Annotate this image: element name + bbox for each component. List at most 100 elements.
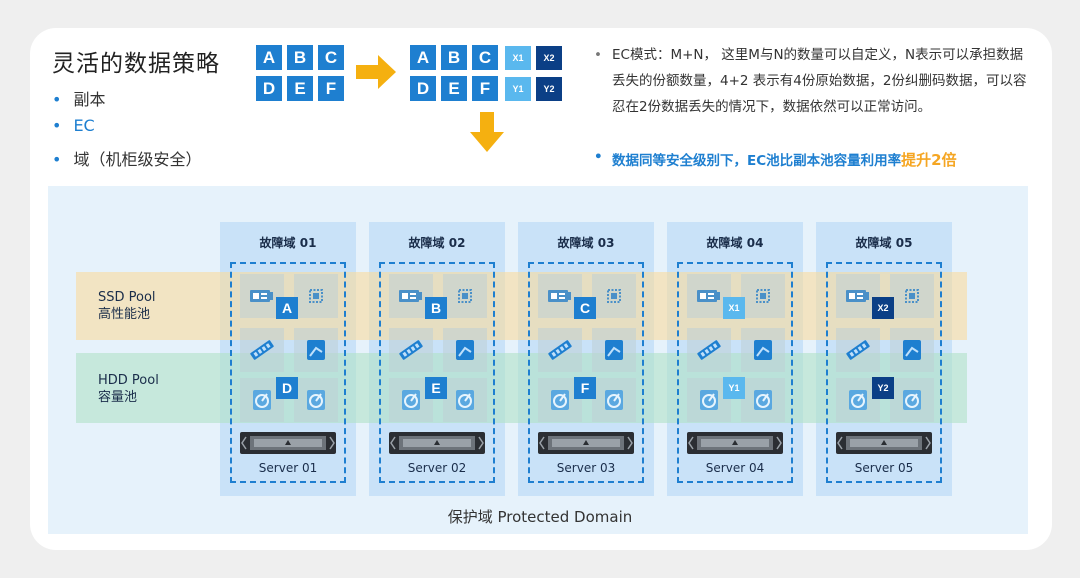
data-block-tile: F bbox=[318, 76, 344, 101]
memory-module-icon bbox=[399, 340, 423, 360]
component-slot bbox=[443, 274, 487, 318]
data-block-tile: E bbox=[287, 76, 313, 101]
arrow-right-icon bbox=[356, 55, 396, 89]
hard-disk-icon bbox=[253, 390, 271, 410]
ssd-block-tile: B bbox=[425, 297, 447, 319]
component-slot bbox=[890, 328, 934, 372]
parity-block-tile: Y2 bbox=[536, 77, 562, 101]
hard-disk-icon bbox=[605, 390, 623, 410]
hdd-pool-subtitle: 容量池 bbox=[98, 390, 138, 405]
policy-label: 副本 bbox=[73, 90, 106, 109]
data-block-tile: A bbox=[410, 45, 436, 70]
hard-disk-icon bbox=[849, 390, 867, 410]
hdd-block-tile: D bbox=[276, 377, 298, 399]
policy-item-domain: •域（机柜级安全） bbox=[52, 146, 201, 170]
hdd-pool-label: HDD Pool 容量池 bbox=[98, 372, 159, 406]
page-title: 灵活的数据策略 bbox=[52, 51, 220, 77]
data-block-tile: A bbox=[256, 45, 282, 70]
server-name: Server 01 bbox=[258, 461, 318, 475]
failure-domain-label: 故障域 01 bbox=[259, 236, 317, 250]
network-card-icon bbox=[250, 290, 273, 302]
server-chassis-icon bbox=[836, 432, 932, 454]
component-slot bbox=[389, 328, 433, 372]
hdd-block-tile: F bbox=[574, 377, 596, 399]
bullet-icon: • bbox=[594, 149, 603, 165]
network-card-icon bbox=[548, 290, 571, 302]
data-block-tile: B bbox=[287, 45, 313, 70]
component-slot bbox=[890, 274, 934, 318]
data-block-tile: D bbox=[410, 76, 436, 101]
memory-module-icon bbox=[548, 340, 572, 360]
component-slot bbox=[294, 274, 338, 318]
policy-item-replica: • 副本 bbox=[52, 86, 105, 110]
component-slot bbox=[294, 328, 338, 372]
ssd-pool-band: SSD Pool 高性能池 bbox=[76, 272, 967, 340]
component-slot bbox=[890, 378, 934, 422]
server-name: Server 03 bbox=[556, 461, 616, 475]
hard-disk-icon bbox=[551, 390, 569, 410]
ssd-drive-icon bbox=[307, 340, 325, 360]
ssd-block-tile: C bbox=[574, 297, 596, 319]
component-slot bbox=[592, 328, 636, 372]
server-chassis-icon bbox=[389, 432, 485, 454]
ssd-pool-subtitle: 高性能池 bbox=[98, 307, 151, 322]
ssd-drive-icon bbox=[903, 340, 921, 360]
cpu-chip-icon bbox=[309, 289, 323, 303]
policy-label: 域（机柜级安全） bbox=[73, 150, 202, 169]
component-slot bbox=[592, 378, 636, 422]
cpu-chip-icon bbox=[607, 289, 621, 303]
ssd-block-tile: A bbox=[276, 297, 298, 319]
data-block-tile: B bbox=[441, 45, 467, 70]
component-slot bbox=[240, 328, 284, 372]
ssd-pool-label: SSD Pool 高性能池 bbox=[98, 289, 156, 323]
ec-description: • EC模式：M+N， 这里M与N的数量可以自定义，N表示可以承担数据丢失的份额… bbox=[594, 42, 1032, 120]
data-block-tile: E bbox=[441, 76, 467, 101]
network-card-icon bbox=[399, 290, 422, 302]
parity-block-tile: X2 bbox=[536, 46, 562, 70]
cpu-chip-icon bbox=[756, 289, 770, 303]
policy-label: EC bbox=[73, 116, 95, 135]
cpu-chip-icon bbox=[905, 289, 919, 303]
cpu-chip-icon bbox=[458, 289, 472, 303]
arrow-down-icon bbox=[470, 112, 504, 152]
component-slot bbox=[443, 378, 487, 422]
hard-disk-icon bbox=[402, 390, 420, 410]
ssd-drive-icon bbox=[605, 340, 623, 360]
failure-domain-label: 故障域 05 bbox=[855, 236, 913, 250]
failure-domain-label: 故障域 03 bbox=[557, 236, 615, 250]
hdd-pool-band: HDD Pool 容量池 bbox=[76, 353, 967, 423]
server-box bbox=[528, 262, 644, 483]
ssd-drive-icon bbox=[456, 340, 474, 360]
bullet-icon: • bbox=[52, 90, 62, 109]
component-slot bbox=[294, 378, 338, 422]
server-name: Server 04 bbox=[705, 461, 765, 475]
ssd-pool-name: SSD Pool bbox=[98, 290, 156, 305]
server-chassis-icon bbox=[687, 432, 783, 454]
hard-disk-icon bbox=[700, 390, 718, 410]
component-slot bbox=[538, 328, 582, 372]
bullet-icon: • bbox=[594, 47, 602, 63]
data-block-tile: C bbox=[472, 45, 498, 70]
hard-disk-icon bbox=[754, 390, 772, 410]
component-slot bbox=[592, 274, 636, 318]
network-card-icon bbox=[697, 290, 720, 302]
note-highlight: 提升2倍 bbox=[901, 151, 957, 169]
server-name: Server 05 bbox=[854, 461, 914, 475]
failure-domain-label: 故障域 04 bbox=[706, 236, 764, 250]
hdd-pool-name: HDD Pool bbox=[98, 373, 159, 388]
memory-module-icon bbox=[846, 340, 870, 360]
component-slot bbox=[443, 328, 487, 372]
bullet-icon: • bbox=[52, 116, 62, 135]
ssd-block-tile: X2 bbox=[872, 297, 894, 319]
data-block-tile: C bbox=[318, 45, 344, 70]
hard-disk-icon bbox=[456, 390, 474, 410]
ssd-drive-icon bbox=[754, 340, 772, 360]
server-chassis-icon bbox=[240, 432, 336, 454]
component-slot bbox=[741, 378, 785, 422]
note-text: 数据同等安全级别下，EC池比副本池容量利用率 bbox=[612, 153, 902, 169]
parity-block-tile: Y1 bbox=[505, 77, 531, 101]
component-slot bbox=[741, 328, 785, 372]
memory-module-icon bbox=[250, 340, 274, 360]
network-card-icon bbox=[846, 290, 869, 302]
data-block-tile: D bbox=[256, 76, 282, 101]
